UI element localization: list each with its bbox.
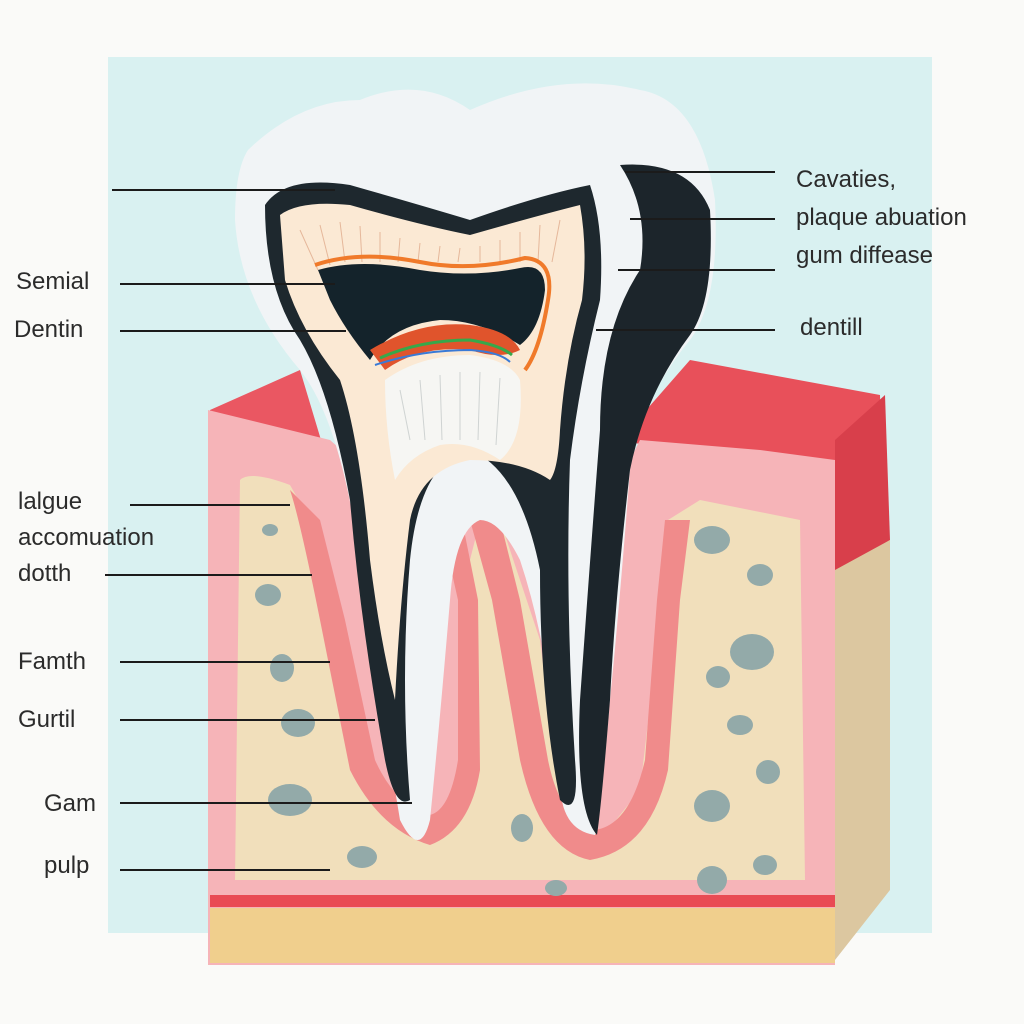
bone-region xyxy=(210,476,835,963)
label-lalgue: lalgue xyxy=(18,488,83,515)
label-accomuation: accomuation xyxy=(18,524,155,551)
label-gam: Gam xyxy=(44,790,97,817)
label-pulp: pulp xyxy=(44,852,90,879)
label-semial: Semial xyxy=(16,268,90,295)
label-gum-diffease: gum diffease xyxy=(796,242,933,269)
label-dotth: dotth xyxy=(18,560,72,587)
bone-spots xyxy=(255,524,780,896)
pulp-chamber xyxy=(318,264,545,360)
label-famth: Famth xyxy=(18,648,87,675)
label-dentin: Dentin xyxy=(14,316,84,343)
leader-lines xyxy=(105,171,775,871)
label-gurtil: Gurtil xyxy=(18,706,76,733)
label-cavaties: Cavaties, xyxy=(796,166,897,193)
label-plaque-abuation: plaque abuation xyxy=(796,204,967,231)
tooth xyxy=(235,83,716,841)
label-dentill: dentill xyxy=(800,314,863,341)
pulp-canal xyxy=(385,355,521,480)
